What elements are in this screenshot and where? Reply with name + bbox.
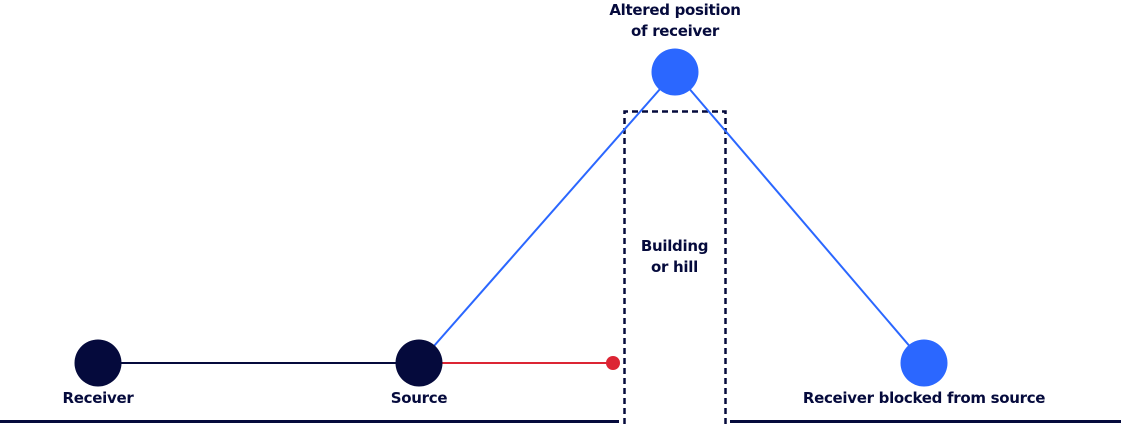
altered-receiver-label-line2: of receiver	[631, 22, 719, 40]
obstacle-label-line1: Building	[640, 237, 709, 255]
source-node	[395, 339, 443, 387]
altered-receiver-label: Altered position of receiver	[575, 0, 775, 42]
altered-receiver-label-line1: Altered position	[609, 1, 741, 19]
blocked-receiver-label: Receiver blocked from source	[802, 389, 1046, 407]
obstacle-label: Building or hill	[624, 236, 725, 278]
altered-to-blocked-link	[674, 71, 925, 364]
source-label: Source	[390, 389, 448, 407]
blocked-point-marker	[606, 356, 620, 370]
source-to-altered-link	[418, 71, 676, 364]
receiver-node	[74, 339, 122, 387]
receiver-label: Receiver	[62, 389, 134, 407]
altered-receiver-node	[651, 48, 699, 96]
building-outline	[623, 110, 727, 424]
blocked-receiver-node	[900, 339, 948, 387]
obstacle-label-line2: or hill	[651, 258, 698, 276]
